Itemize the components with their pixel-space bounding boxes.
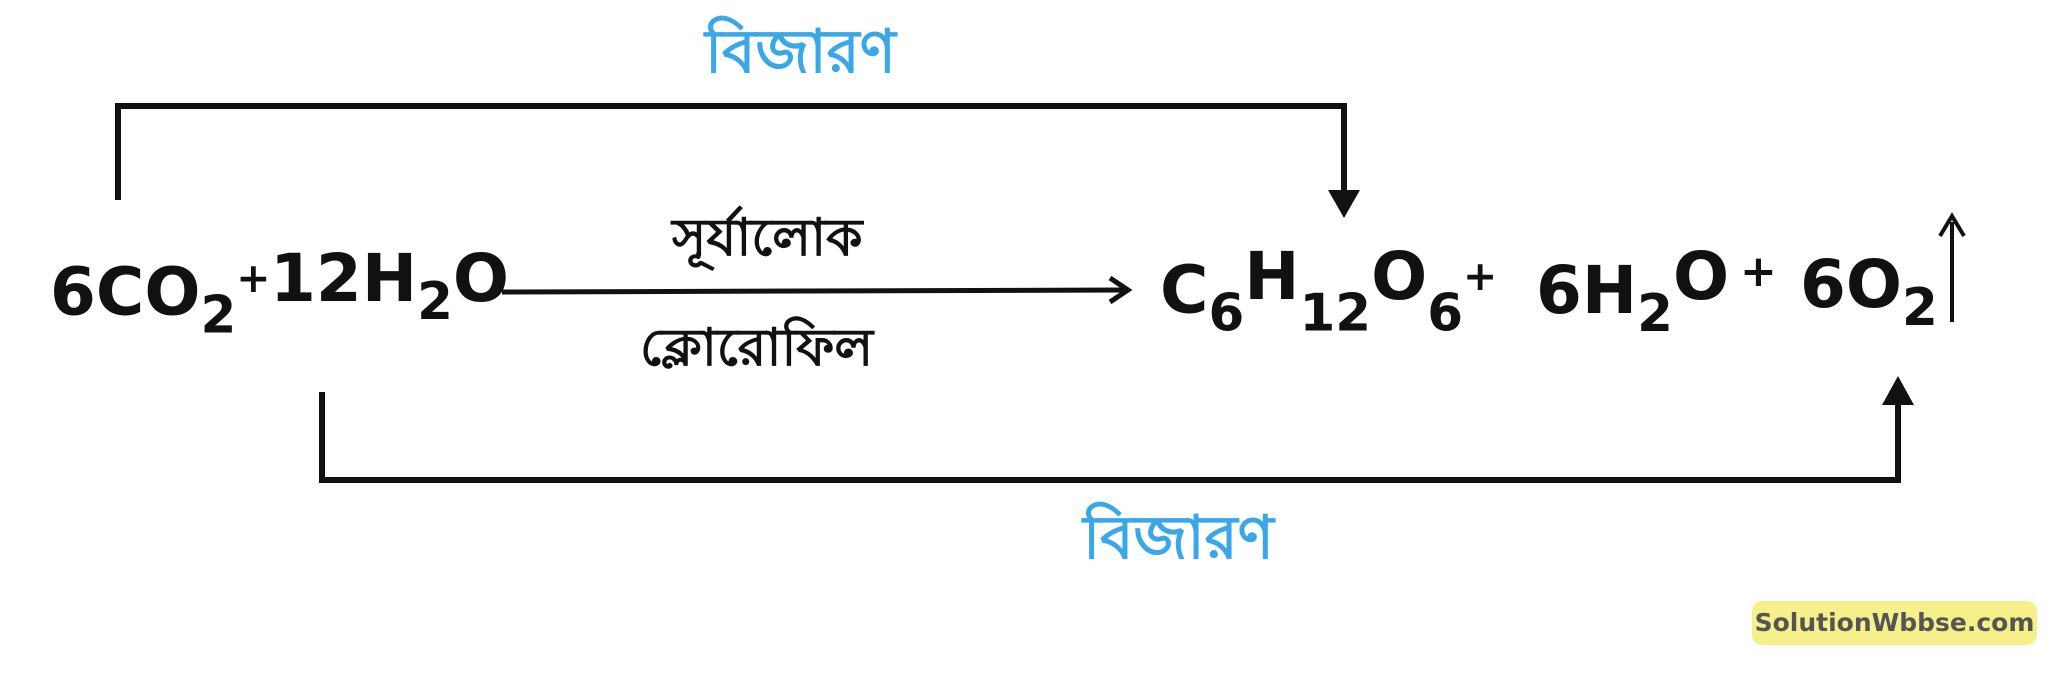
product-plus-2: + xyxy=(1740,246,1777,297)
oxygen-formula: 6O xyxy=(1800,246,1903,323)
glucose-hydrogen-subscript: 12 xyxy=(1299,283,1372,344)
product-glucose: C6H12O6+ xyxy=(1160,243,1497,340)
bottom-process-label: বিজারণ xyxy=(1083,503,1274,573)
top-process-label: বিজারণ xyxy=(705,17,896,87)
top-bracket-arrowhead xyxy=(1328,190,1360,218)
glucose-carbon: C xyxy=(1160,251,1209,329)
product-water: 6H2O xyxy=(1536,244,1729,345)
glucose-oxygen-subscript: 6 xyxy=(1427,283,1464,344)
condition-sunlight: সূর্যালোক xyxy=(672,208,863,268)
reaction-arrowhead xyxy=(1108,275,1133,305)
top-bracket-line xyxy=(115,103,1347,200)
watermark-badge: SolutionWbbse.com xyxy=(1752,601,2037,645)
glucose-hydrogen: H xyxy=(1244,237,1300,315)
glucose-carbon-subscript: 6 xyxy=(1208,283,1245,344)
condition-chlorophyll: ক্লোরোফিল xyxy=(640,318,874,378)
product-water-formula: 6H xyxy=(1536,252,1638,329)
oxygen-subscript: 2 xyxy=(1902,278,1938,339)
reactant-co2: 6CO2+ xyxy=(50,258,271,342)
bottom-bracket-line xyxy=(319,392,1901,483)
product-plus-1: + xyxy=(1463,252,1498,300)
water-subscript: 2 xyxy=(417,272,453,333)
co2-formula: 6CO xyxy=(50,253,201,331)
water-formula: 12H xyxy=(270,240,418,317)
product-water-oxygen: O xyxy=(1672,238,1730,315)
reaction-arrow-line xyxy=(501,287,1125,295)
bottom-bracket-arrowhead xyxy=(1882,376,1914,405)
reactant-water: 12H2O xyxy=(270,246,509,329)
glucose-oxygen: O xyxy=(1371,237,1428,315)
reactant-plus: + xyxy=(236,254,271,302)
product-oxygen: 6O2 xyxy=(1800,252,1938,335)
product-water-subscript: 2 xyxy=(1637,284,1673,345)
water-oxygen: O xyxy=(452,240,510,317)
co2-subscript: 2 xyxy=(200,285,237,346)
gas-up-arrowhead xyxy=(1938,212,1966,238)
